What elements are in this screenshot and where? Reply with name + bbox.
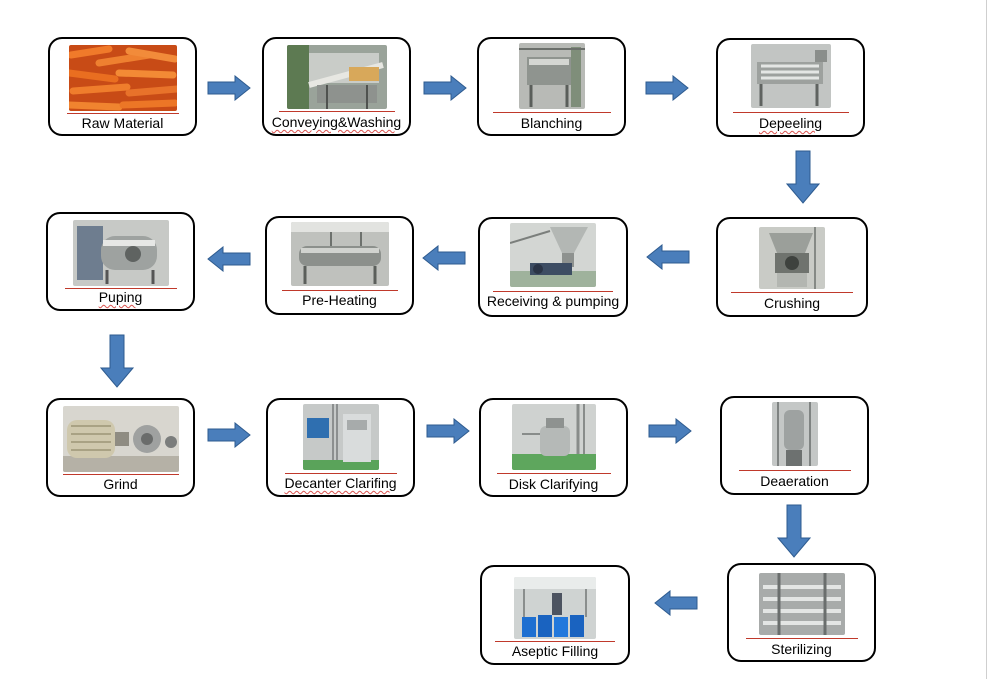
arrow-right-icon [207, 422, 251, 448]
step-crushing: Crushing [716, 217, 868, 317]
step-label: Sterilizing [771, 641, 832, 657]
label-rule [66, 113, 179, 114]
arrow-right-icon [426, 418, 470, 444]
arrow-right-icon [648, 418, 692, 444]
step-decanter-clarifing: Decanter Clarifing [266, 398, 415, 497]
label-rule [495, 641, 615, 642]
washing-machine-photo [286, 45, 387, 109]
arrow-down-icon [100, 334, 134, 388]
step-aseptic-filling: Aseptic Filling [480, 565, 630, 665]
step-label: Pre-Heating [302, 292, 377, 308]
carrot-photo [68, 45, 177, 111]
decanter-photo [302, 404, 379, 470]
grinder-motor-photo [62, 406, 179, 472]
label-rule [492, 112, 611, 113]
step-disk-clarifying: Disk Clarifying [479, 398, 628, 497]
label-rule [281, 290, 398, 291]
arrow-left-icon [207, 246, 251, 272]
arrow-left-icon [646, 244, 690, 270]
label-rule [62, 474, 179, 475]
label-rule [731, 292, 853, 293]
disk-separator-photo [511, 404, 596, 470]
pump-hopper-photo [510, 223, 596, 287]
step-label: Puping [98, 289, 143, 305]
arrow-right-icon [423, 75, 467, 101]
arrow-right-icon [207, 75, 251, 101]
pulper-photo [72, 220, 169, 286]
label-rule [496, 473, 611, 474]
sterilizer-photo [758, 573, 845, 635]
blancher-photo [518, 43, 585, 109]
label-rule [738, 470, 851, 471]
label-rule [732, 112, 849, 113]
step-label: Blanching [520, 115, 583, 131]
step-receiving-pumping: Receiving & pumping [478, 217, 628, 317]
step-label: Depeeling [758, 115, 823, 131]
crusher-photo [759, 227, 825, 289]
step-label: Crushing [763, 295, 821, 311]
step-label: Grind [103, 476, 138, 492]
depeeler-photo [750, 44, 831, 108]
step-deaeration: Deaeration [720, 396, 869, 495]
preheater-photo [290, 222, 389, 286]
label-rule [278, 111, 395, 112]
step-raw-material: Raw Material [48, 37, 197, 136]
step-pre-heating: Pre-Heating [265, 216, 414, 315]
deaerator-photo [771, 402, 818, 466]
step-label: Disk Clarifying [508, 476, 599, 492]
step-sterilizing: Sterilizing [727, 563, 876, 662]
step-grind: Grind [46, 398, 195, 497]
arrow-right-icon [645, 75, 689, 101]
step-label: Deaeration [760, 473, 829, 489]
step-label: Conveying&Washing [271, 114, 402, 130]
label-rule [284, 473, 397, 474]
label-rule [745, 638, 858, 639]
arrow-down-icon [786, 150, 820, 204]
arrow-left-icon [422, 245, 466, 271]
page-edge [986, 0, 987, 679]
step-blanching: Blanching [477, 37, 626, 136]
step-label: Decanter Clarifing [284, 475, 397, 491]
step-conveying-washing: Conveying&Washing [262, 37, 411, 136]
step-puping: Puping [46, 212, 195, 311]
label-rule [64, 288, 177, 289]
step-label: Raw Material [81, 115, 164, 131]
step-depeeling: Depeeling [716, 38, 865, 137]
label-rule [493, 291, 613, 292]
aseptic-filler-photo [514, 577, 596, 639]
step-label: Aseptic Filling [511, 643, 599, 659]
arrow-down-icon [777, 504, 811, 558]
step-label: Receiving & pumping [486, 293, 620, 309]
arrow-left-icon [654, 590, 698, 616]
